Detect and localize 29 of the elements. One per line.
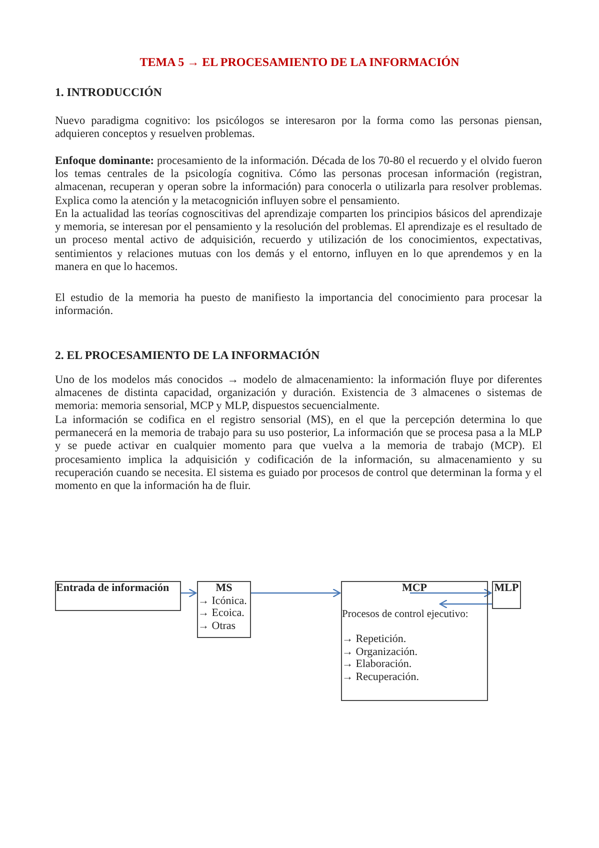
paragraph: Enfoque dominante: procesamiento de la información. Década de los 70-80 el recuerdo y el olvido fueron los temas centrales de la psicología cognitiva. Cómo las personas procesan información (registran, almacenan, recuperan y operan sobre la información) para conocerla o utilizarla para resolver problemas. Explica como la atención y la metacognición influyen sobre el pensamiento.: [55, 155, 542, 208]
memory-store-box: [197, 581, 251, 638]
section-heading: 1. INTRODUCCIÓN: [55, 86, 163, 100]
box-heading: MS: [214, 582, 234, 594]
section-heading: 2. EL PROCESAMIENTO DE LA INFORMACIÓN: [55, 349, 321, 362]
list-item: → Recuperación.: [342, 670, 420, 683]
list-item: → Organización.: [342, 646, 419, 658]
paragraph: Uno de los modelos más conocidos → modelo de almacenamiento: la información fluye por diferentes almacenes de distinta capacidad, organización y duración. Existencia de 3 almacenes o sistemas de memoria: memoria sensorial, MCP y MLP, dispuestos secuencialmente.: [55, 374, 542, 414]
arrow: [410, 588, 492, 598]
paragraph: Nuevo paradigma cognitivo: los psicólogos se interesaron por la forma como las personas piensan, adquieren conceptos y resuelven problemas.: [55, 115, 542, 142]
arrow: [251, 588, 341, 598]
paragraph: El estudio de la memoria ha puesto de manifiesto la importancia del conocimiento para procesar la información.: [55, 292, 542, 318]
list-item: → Otras: [198, 620, 237, 632]
box-heading: Entrada de información: [56, 582, 170, 594]
list-item: → Repetición.: [342, 633, 408, 646]
list-item: → Icónica.: [198, 594, 248, 607]
page-title: TEMA 5 → EL PROCESAMIENTO DE LA INFORMACIÓN: [138, 55, 460, 70]
box-heading: MCP: [400, 582, 428, 594]
memory-store-box: [341, 581, 488, 701]
box-subheading: Procesos de control ejecutivo:: [342, 608, 470, 621]
memory-store-box: [55, 581, 181, 611]
paragraph: En la actualidad las teorías cognoscitivas del aprendizaje comparten los principios básicos del aprendizaje y memoria, se interesan por el pensamiento y la resolución del problemas. El aprendizaje es el resultado de un proceso mental activo de adquisición, recuerdo y utilización de los conocimientos, expectativas, sentimientos y relaciones mutuas con los demás y el entorno, influyen en lo que aprendemos y en la manera en que lo hacemos.: [55, 208, 542, 274]
arrow: [439, 599, 492, 609]
list-item: → Elaboración.: [342, 658, 413, 670]
memory-store-box: [492, 581, 521, 609]
list-item: → Ecoica.: [198, 607, 246, 620]
box-heading: MLP: [493, 582, 520, 594]
arrow: [181, 588, 197, 598]
paragraph: La información se codifica en el registro sensorial (MS), en el que la percepción determina lo que permanecerá en la memoria de trabajo para su uso posterior, La información que se procesa pasa a la MLP y se puede activar en cualquier momento para que vuelva a la memoria de trabajo (MCP). El procesamiento implica la adquisición y codificación de la información, su almacenamiento y su recuperación cuando se necesita. El sistema es guiado por procesos de control que determinan la forma y el momento en que la información ha de fluir.: [55, 414, 542, 494]
